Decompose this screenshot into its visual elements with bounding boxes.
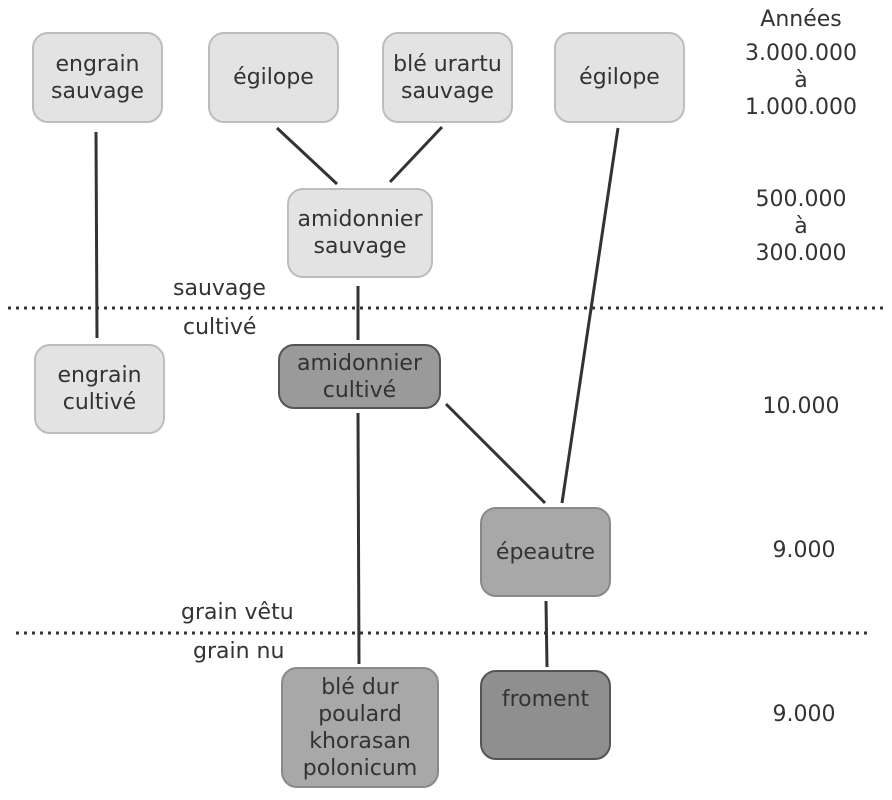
years-row-2: 500.000 à 300.000: [755, 187, 847, 266]
years-row-1: 3.000.000 à 1.000.000: [745, 41, 857, 120]
node-ble-urartu: blé urartu sauvage: [382, 32, 513, 123]
node-ble-dur: blé dur poulard khorasan polonicum: [281, 667, 439, 788]
node-froment: froment: [480, 670, 611, 760]
label-grain-vetu: grain vêtu: [181, 600, 294, 625]
node-froment-label: froment: [501, 687, 590, 712]
connector-egilope-epeautre: [560, 127, 620, 504]
connector-epeautre-froment: [544, 600, 549, 668]
node-amidonnier-sauvage-label: amidonnier sauvage: [297, 207, 423, 259]
node-egilope-2: égilope: [554, 32, 685, 123]
node-egilope-1: égilope: [208, 32, 339, 123]
connector-amidonnier-epeautre: [444, 402, 547, 505]
node-ble-urartu-label: blé urartu sauvage: [393, 51, 502, 104]
label-sauvage: sauvage: [173, 276, 266, 301]
node-egilope-2-label: égilope: [579, 65, 660, 90]
years-header: Années: [760, 7, 842, 32]
connector-amidonnier-bledur: [356, 412, 361, 665]
connector-egilope-amidonnier: [275, 126, 339, 186]
node-amidonnier-cultive: amidonnier cultivé: [278, 344, 441, 409]
years-row-4: 9.000: [772, 538, 836, 563]
label-cultive: cultivé: [183, 315, 257, 340]
node-egilope-1-label: égilope: [233, 65, 314, 90]
node-engrain-cultive: engrain cultivé: [34, 344, 165, 434]
node-engrain-cultive-label: engrain cultivé: [57, 363, 142, 415]
years-row-3: 10.000: [762, 394, 840, 419]
node-epeautre: épeautre: [480, 507, 611, 597]
node-amidonnier-sauvage: amidonnier sauvage: [287, 188, 433, 278]
node-amidonnier-cultive-label: amidonnier cultivé: [296, 350, 423, 403]
connector-engrain: [94, 131, 99, 339]
node-epeautre-label: épeautre: [495, 539, 596, 565]
node-engrain-sauvage: engrain sauvage: [32, 32, 163, 123]
node-engrain-sauvage-label: engrain sauvage: [51, 51, 144, 104]
label-grain-nu: grain nu: [193, 639, 285, 664]
node-ble-dur-label: blé dur poulard khorasan polonicum: [302, 674, 418, 781]
years-row-5: 9.000: [772, 702, 836, 727]
connector-urartu-amidonnier: [388, 125, 444, 184]
